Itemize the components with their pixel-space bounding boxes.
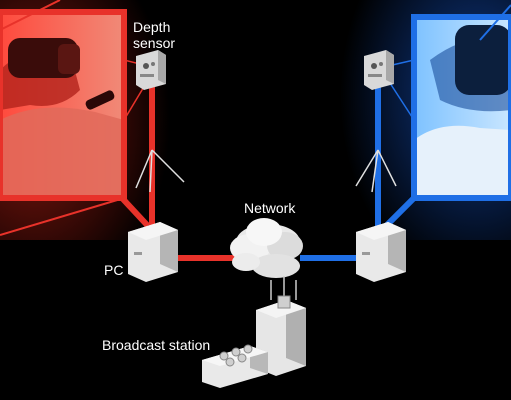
left-beam-lower — [0, 197, 125, 236]
depth-sensor-label: Depth sensor — [133, 19, 176, 51]
broadcast-station-label: Broadcast station — [102, 337, 211, 353]
depth-sensor-icon-right — [364, 50, 394, 90]
sensor-beam-right-2 — [387, 79, 415, 121]
right-beam — [479, 4, 511, 41]
vr-headset-icon-right — [455, 25, 511, 95]
tripod-icon-left — [135, 149, 185, 193]
right-user-photo-panel — [411, 14, 511, 201]
pc-label: PC — [104, 262, 124, 278]
network-label: Network — [244, 200, 296, 216]
broadcast-station-icon — [202, 276, 306, 388]
network-cloud-icon — [230, 218, 303, 278]
left-beam — [0, 0, 61, 31]
pc-tower-icon-left — [128, 222, 178, 282]
right-connection — [300, 86, 417, 261]
pc-tower-icon-right — [356, 222, 406, 282]
tripod-icon-right — [355, 149, 397, 193]
depth-sensor-icon-left — [136, 50, 166, 90]
left-user-photo-panel — [0, 9, 127, 201]
